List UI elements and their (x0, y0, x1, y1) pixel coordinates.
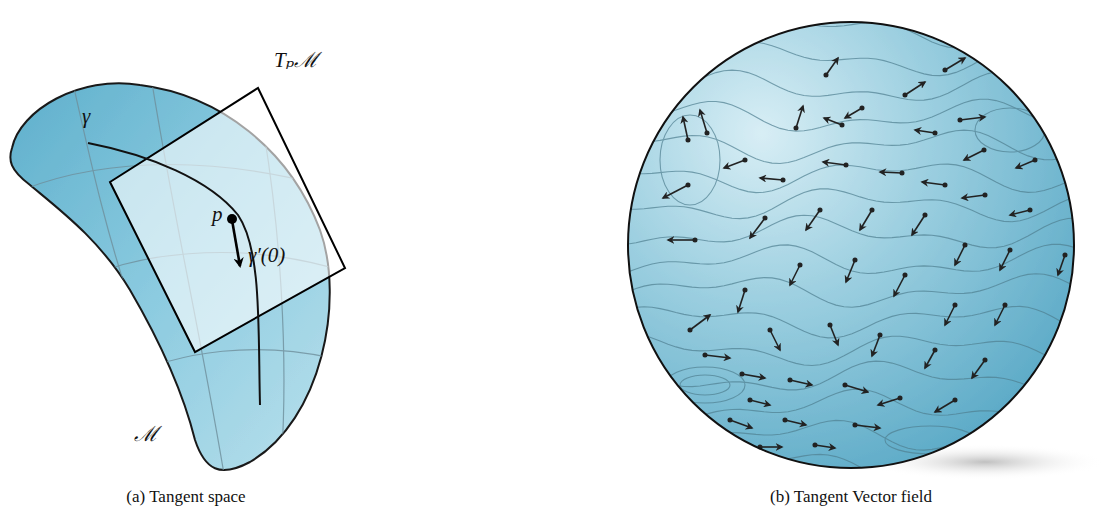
contour-line (620, 70, 1084, 100)
tangent-arrow (790, 380, 812, 385)
contour-line (620, 164, 1084, 193)
contour-line (620, 130, 1084, 163)
contour-line (620, 274, 1084, 308)
tangent-arrow (860, 210, 872, 230)
contour-loop (975, 108, 1045, 152)
contour-loop (885, 426, 975, 454)
tangent-arrow (1010, 210, 1030, 215)
vector-label: γ′(0) (248, 243, 285, 267)
tangent-arrow (668, 239, 695, 241)
tangent-vector (232, 220, 240, 266)
tangent-arrow (742, 374, 765, 378)
tangent-arrow (915, 130, 935, 133)
tangent-arrow (750, 400, 770, 405)
tangent-arrow (770, 330, 780, 350)
tangent-arrow (826, 58, 838, 75)
tangent-arrow (815, 445, 835, 448)
contour-line (620, 215, 1084, 248)
tangent-arrow (894, 275, 905, 296)
contour-line (620, 42, 1084, 75)
manifold-label: ℳ (134, 422, 158, 446)
tangent-arrow (700, 110, 707, 133)
tangent-arrow (785, 420, 806, 425)
point-label: p (212, 202, 223, 226)
tangent-arrow (972, 360, 985, 378)
tangent-arrow (955, 245, 965, 265)
tangent-arrow (845, 108, 862, 118)
contour-lines (620, 17, 1084, 482)
tangent-arrow (750, 218, 765, 238)
tangent-arrow (760, 178, 783, 180)
tangent-arrow (880, 172, 902, 173)
tangent-arrow (824, 118, 842, 125)
tangent-arrow (724, 160, 745, 168)
vector-field (663, 58, 1065, 448)
contour-line (620, 244, 1084, 274)
subfigure-caption: (a) Tangent space (126, 487, 245, 507)
tangent-arrow (1016, 160, 1035, 168)
tangent-arrow (760, 446, 782, 448)
tangent-arrow (945, 58, 965, 70)
tangent-arrow (962, 195, 985, 198)
tangent-arrow (823, 162, 846, 165)
tangent-arrow (1000, 250, 1010, 270)
tangent-arrow (730, 420, 752, 428)
tangent-space-label: Tₚℳ (274, 48, 318, 72)
tangent-arrow (922, 182, 945, 185)
contour-loop (660, 115, 720, 205)
sphere-outline (628, 22, 1074, 468)
contour-line (620, 306, 1084, 338)
tangent-arrow (830, 325, 838, 345)
tangent-arrow (855, 425, 880, 428)
contour-line (620, 332, 1084, 367)
tangent-arrow (690, 315, 710, 330)
subfigure-caption: (b) Tangent Vector field (770, 487, 932, 507)
tangent-arrow (806, 210, 820, 230)
contour-line (620, 420, 1084, 453)
contour-line (620, 389, 1084, 421)
tangent-arrow (705, 355, 730, 358)
tangent-arrow (790, 265, 800, 285)
tangent-arrow (845, 385, 868, 392)
tangent-arrow (683, 117, 688, 140)
tangent-arrow (912, 215, 925, 235)
tangent-arrow (878, 398, 900, 405)
tangent-arrow (663, 185, 688, 198)
contour-loop (680, 375, 730, 395)
curve-label: γ (82, 104, 90, 128)
tangent-arrow (945, 305, 955, 325)
tangent-arrow (964, 150, 984, 160)
tangent-arrow (995, 305, 1005, 325)
contour-line (620, 449, 1084, 482)
tangent-plane (110, 88, 345, 352)
tangent-arrow (935, 400, 955, 412)
tangent-arrow (796, 106, 803, 128)
tangent-arrow (960, 117, 985, 120)
curve (88, 143, 260, 405)
tangent-arrow (738, 290, 745, 312)
tangent-arrow (846, 260, 855, 282)
tangent-arrow (1058, 255, 1065, 275)
tangent-arrow (925, 350, 935, 368)
tangent-arrow (872, 335, 880, 356)
tangent-arrow (905, 82, 925, 95)
